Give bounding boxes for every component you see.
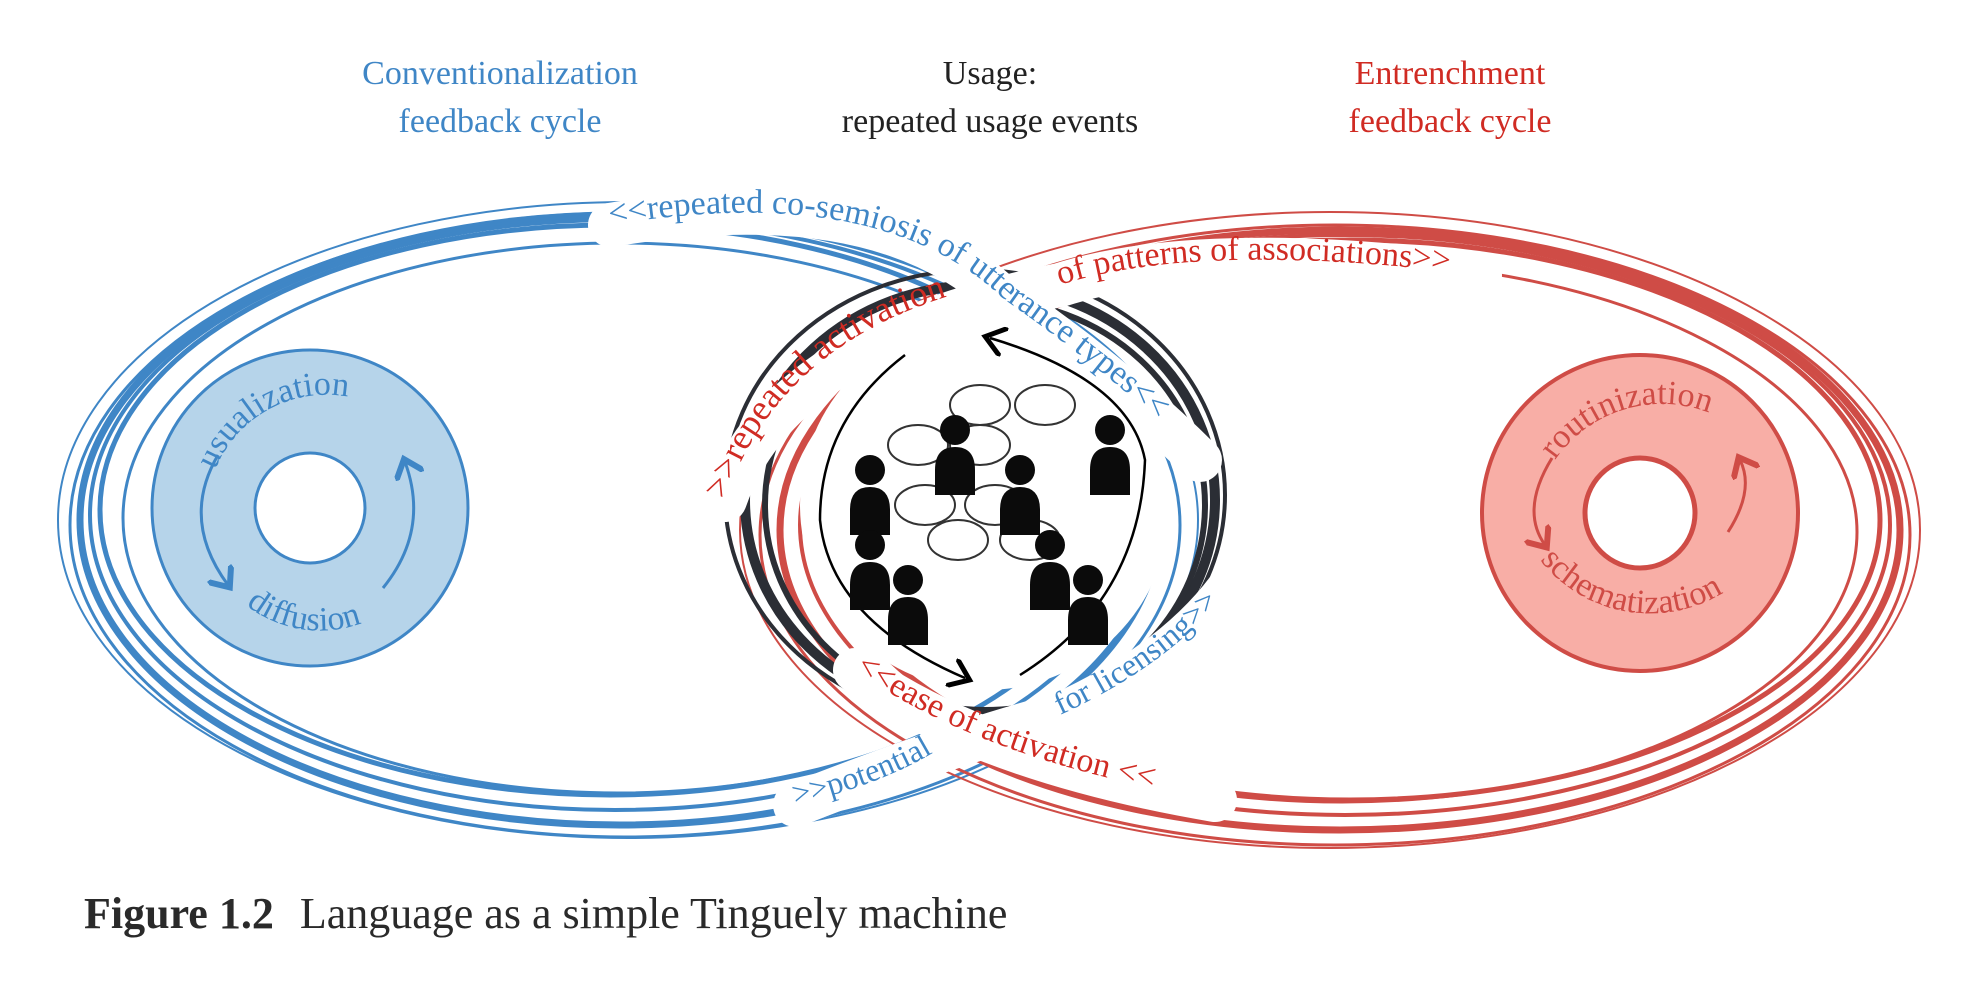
entrenchment-header-line1: Entrenchment bbox=[1354, 55, 1546, 92]
person-icon bbox=[1030, 530, 1070, 610]
entrenchment-header: Entrenchment feedback cycle bbox=[1260, 50, 1640, 146]
person-icon bbox=[1090, 415, 1130, 495]
arrow-down-icon bbox=[1534, 457, 1554, 545]
arrow-up-icon bbox=[1726, 460, 1745, 533]
ribbons bbox=[610, 213, 1502, 827]
arrow-up-icon bbox=[381, 462, 414, 589]
arrow-down-icon bbox=[199, 454, 228, 585]
conventionalization-header-line1: Conventionalization bbox=[362, 55, 638, 92]
entrenchment-header-line2: feedback cycle bbox=[1348, 103, 1552, 140]
person-icon bbox=[1000, 455, 1040, 535]
usage-header-line1: Usage: bbox=[942, 55, 1038, 92]
speech-bubble-icon bbox=[887, 424, 949, 466]
usage-header-line2: repeated usage events bbox=[841, 103, 1139, 140]
left-ring: usualization diffusion bbox=[150, 348, 470, 668]
conventionalization-header-line2: feedback cycle bbox=[398, 103, 602, 140]
speech-bubble-icon bbox=[927, 519, 989, 561]
conventionalization-header: Conventionalization feedback cycle bbox=[300, 50, 700, 146]
figure-title: Language as a simple Tinguely machine bbox=[299, 889, 1008, 938]
usage-header: Usage: repeated usage events bbox=[790, 50, 1190, 146]
speech-bubble-icon bbox=[1014, 384, 1076, 426]
figure-caption: Figure 1.2 Language as a simple Tinguely … bbox=[84, 888, 1007, 939]
person-icon bbox=[1068, 565, 1108, 645]
right-ring: routinization schematization bbox=[1480, 353, 1800, 673]
people-group bbox=[850, 384, 1130, 645]
figure-label: Figure 1.2 bbox=[84, 889, 274, 938]
person-icon bbox=[935, 415, 975, 495]
person-icon bbox=[850, 455, 890, 535]
person-icon bbox=[888, 565, 928, 645]
person-icon bbox=[850, 530, 890, 610]
